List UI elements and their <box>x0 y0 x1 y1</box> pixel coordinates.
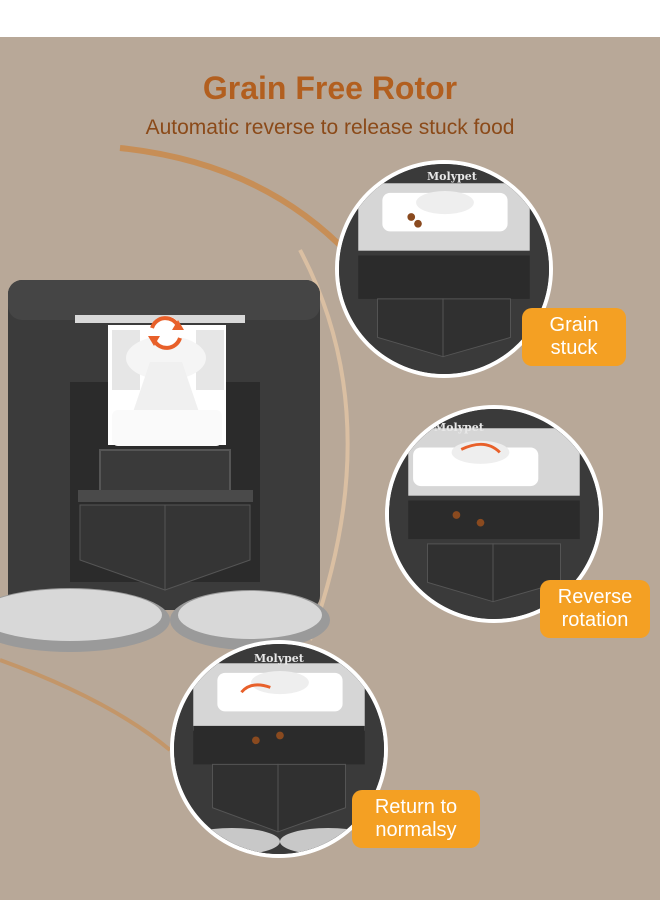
reverse-arrow-icon <box>460 442 501 454</box>
step-return-circle: Molypet <box>170 640 388 858</box>
brand-label: Molypet <box>434 421 484 434</box>
label-return-to-normal: Return to normalsy <box>352 790 480 848</box>
reverse-arrow-icon <box>240 683 271 694</box>
label-reverse-rotation: Reverse rotation <box>540 580 650 638</box>
rotor-closeup-illustration <box>339 164 549 374</box>
label-grain-stuck: Grain stuck <box>522 308 626 366</box>
label-line-2: normalsy <box>375 819 457 841</box>
rotate-arrows-icon <box>148 316 184 350</box>
rotor-closeup-illustration <box>174 644 384 854</box>
brand-label: Molypet <box>254 652 304 665</box>
page-title: Grain Free Rotor <box>202 70 458 106</box>
label-line-2: rotation <box>561 609 629 631</box>
label-line-1: Reverse <box>557 586 633 608</box>
label-line-1: Grain <box>549 314 599 336</box>
page-subtitle: Automatic reverse to release stuck food <box>145 116 515 139</box>
brand-label: Molypet <box>427 170 477 183</box>
step-grain-stuck-circle: Molypet <box>335 160 553 378</box>
top-white-strip <box>0 0 660 37</box>
feeder-illustration <box>0 280 330 652</box>
label-line-2: stuck <box>550 337 598 359</box>
label-line-1: Return to <box>374 796 458 818</box>
